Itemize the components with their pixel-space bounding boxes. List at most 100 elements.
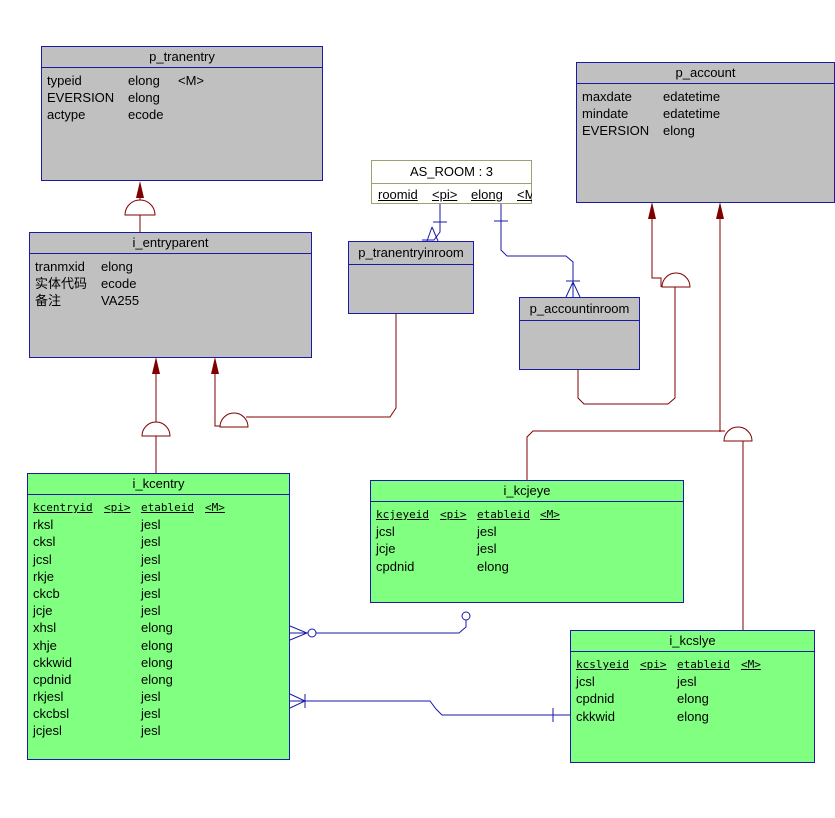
column-name: actype [47, 107, 86, 123]
entity-title: i_kcentry [28, 474, 289, 495]
arrowhead-tranentry [136, 181, 144, 198]
inherit-line-kcslye [738, 440, 744, 630]
column-row: 备注 VA255 [35, 292, 311, 309]
column-type: jesl [477, 541, 497, 557]
column-name: EVERSION [47, 90, 115, 106]
column-type: elong [677, 691, 709, 707]
inherit-line-accountinroom-up [651, 205, 662, 287]
inherit-line-kcjeye [526, 430, 725, 480]
entity-title: p_accountinroom [520, 298, 639, 321]
column-name: cpdnid [576, 691, 615, 707]
key-type: elong [471, 187, 503, 202]
column-type: ecode [128, 107, 164, 123]
column-type: elong [141, 637, 173, 653]
column-name: 备注 [35, 293, 62, 309]
column-type: jesl [141, 723, 161, 739]
column-name: ckkwid [576, 708, 616, 724]
inherit-line-accountinroom [577, 287, 676, 405]
inherit-symbol-kcslye [723, 426, 753, 442]
entity-title: p_tranentry [42, 47, 322, 68]
column-row: cpdnid elong [576, 690, 814, 707]
column-name: jcsl [33, 551, 52, 567]
column-name: maxdate [582, 89, 632, 104]
key-type: etableid [141, 501, 194, 514]
column-type: edatetime [663, 89, 721, 104]
key-mandatory: <M> [540, 508, 560, 521]
column-type: elong [663, 123, 695, 139]
column-name: ckkwid [33, 654, 73, 670]
column-type: jesl [141, 568, 161, 584]
column-type: ecode [101, 276, 137, 292]
key-row: kcentryid<pi>etableid<M> [33, 499, 289, 516]
column-type: elong [477, 558, 509, 574]
entity-title: p_tranentryinroom [349, 242, 473, 265]
key-name: kcjeyeid [376, 508, 429, 521]
column-name: jcje [376, 541, 396, 557]
column-name: EVERSION [582, 123, 650, 139]
column-name: xhje [33, 637, 57, 653]
column-name: xhsl [33, 620, 57, 636]
key-type: etableid [677, 658, 730, 671]
column-type: elong [141, 654, 173, 670]
entity-p-accountinroom[interactable]: p_accountinroom [519, 297, 640, 370]
column-row: jcsl jesl [576, 673, 814, 690]
entity-title: AS_ROOM : 3 [372, 161, 531, 184]
entity-title: p_account [577, 63, 834, 84]
key-mandatory: <M> [205, 501, 225, 514]
rel-kcjeye-kcentry [290, 612, 467, 634]
column-type: VA255 [101, 293, 140, 309]
column-type: jesl [677, 674, 697, 690]
column-name: ckcbsl [33, 706, 70, 722]
column-type: elong [677, 708, 709, 724]
key-name: roomid [378, 187, 418, 202]
column-row: jcjesl jesl [33, 722, 289, 739]
rel-room-tranentryinroom [424, 204, 441, 241]
inherit-symbol-tranentryinroom [219, 412, 249, 428]
key-row: kcjeyeid<pi>etableid<M> [376, 506, 683, 523]
key-name: kcentryid [33, 501, 93, 514]
entity-as-room[interactable]: AS_ROOM : 3 roomid <pi> elong <M [371, 160, 532, 204]
column-name: jcjesl [33, 723, 62, 739]
rel-kcslye-kcentry [290, 700, 570, 716]
column-name: jcsl [576, 674, 595, 690]
arrowhead-entryparent-kcentry [152, 357, 160, 374]
column-row: xhsl elong [33, 619, 289, 636]
column-name: rksl [33, 517, 54, 533]
column-name: cksl [33, 534, 56, 550]
entity-p-tranentryinroom[interactable]: p_tranentryinroom [348, 241, 474, 314]
rel-room-accountinroom [500, 204, 574, 297]
key-mandatory: <M [517, 187, 532, 202]
entity-title: i_kcslye [571, 631, 814, 652]
column-type: elong [128, 90, 160, 106]
column-row: xhje elong [33, 637, 289, 654]
column-type: elong [141, 620, 173, 636]
column-type: jesl [141, 551, 161, 567]
entity-title: i_entryparent [30, 233, 311, 254]
column-type: edatetime [663, 106, 721, 122]
column-row: EVERSION elong [47, 89, 322, 106]
column-name: jcsl [376, 524, 395, 540]
column-mandatory: <M> [178, 73, 205, 88]
arrowhead-account-room [648, 202, 656, 219]
arrowhead-account-kc [716, 202, 724, 219]
entity-title: i_kcjeye [371, 481, 683, 502]
inherit-symbol-kcentry [141, 421, 171, 437]
column-name: tranmxid [35, 259, 85, 274]
inherit-line-tranentryinroom [246, 313, 397, 418]
column-type: jesl [141, 534, 161, 550]
